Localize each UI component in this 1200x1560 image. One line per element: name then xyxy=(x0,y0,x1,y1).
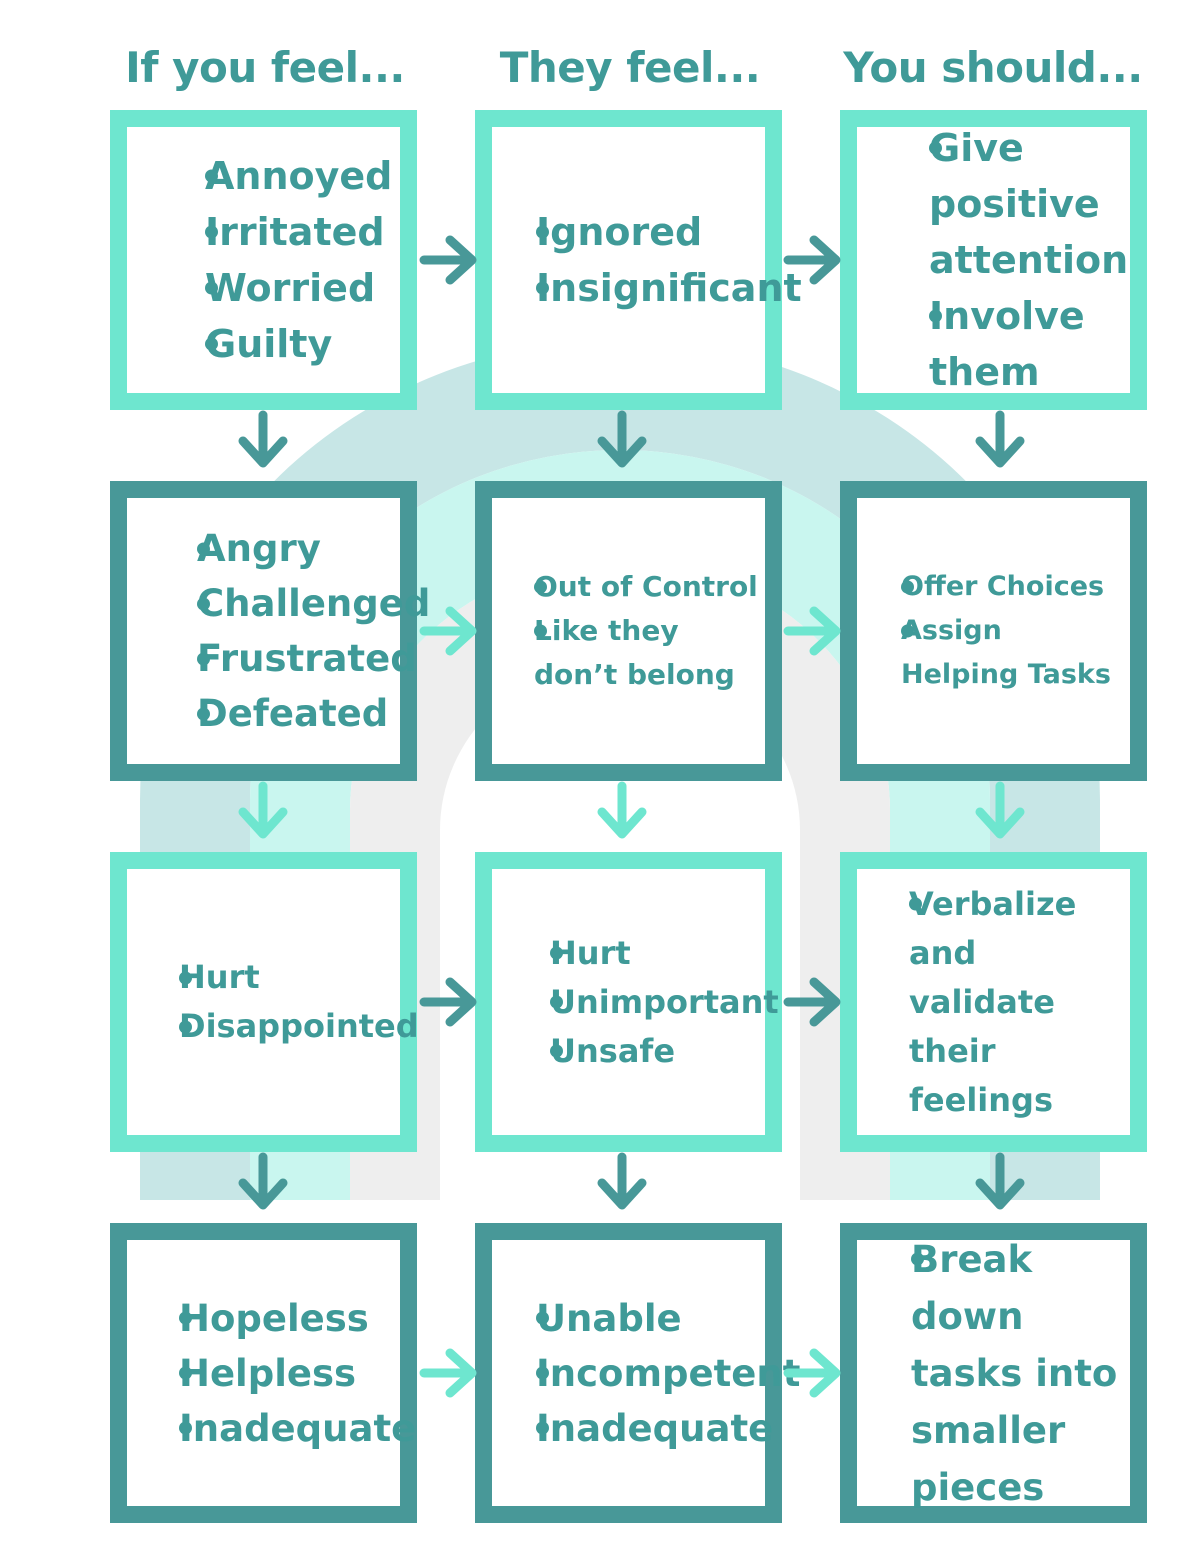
bullet-list: Break down tasks into smaller pieces xyxy=(857,1231,1130,1516)
list-item: Annoyed xyxy=(165,148,396,204)
list-item: Hurt xyxy=(143,953,396,1002)
list-item: Involve them xyxy=(887,288,1126,400)
list-item: Offer Choices xyxy=(869,565,1126,609)
column-header-you-should: You should... xyxy=(843,43,1143,92)
list-item: Break down tasks into smaller pieces xyxy=(865,1231,1126,1516)
bullet-list: Verbalize and validate their feelings xyxy=(857,880,1130,1125)
box-row3-you-should: Verbalize and validate their feelings xyxy=(840,852,1147,1152)
list-item: Unsafe xyxy=(512,1027,761,1076)
list-item: Defeated xyxy=(157,686,396,741)
list-item: Out of Control xyxy=(504,565,761,609)
list-item: Guilty xyxy=(165,316,396,372)
list-item: Hopeless xyxy=(137,1291,396,1346)
list-item: Hurt xyxy=(512,929,761,978)
list-item: Ignored xyxy=(496,204,761,260)
column-header-they-feel: They feel... xyxy=(499,43,761,92)
list-item: Irritated xyxy=(165,204,396,260)
list-item: Unable xyxy=(496,1291,761,1346)
list-item: Disappointed xyxy=(143,1002,419,1051)
list-item: Verbalize and validate their feelings xyxy=(869,880,1126,1125)
list-item: Give positive attention xyxy=(887,120,1128,288)
list-item: Incompetent xyxy=(496,1346,800,1401)
list-item: Angry xyxy=(157,521,396,576)
list-item: Insignificant xyxy=(496,260,802,316)
list-item: Worried xyxy=(165,260,396,316)
box-row4-you-should: Break down tasks into smaller pieces xyxy=(840,1223,1147,1523)
list-item: Challenged xyxy=(157,576,430,631)
list-item: Assign Helping Tasks xyxy=(869,609,1126,697)
column-header-if-you-feel: If you feel... xyxy=(125,43,405,92)
list-item: Inadequate xyxy=(496,1401,773,1456)
list-item: Frustrated xyxy=(157,631,417,686)
list-item: Unimportant xyxy=(512,978,779,1027)
list-item: Like they don’t belong xyxy=(504,609,761,697)
list-item: Helpless xyxy=(137,1346,396,1401)
list-item: Inadequate xyxy=(137,1401,416,1456)
